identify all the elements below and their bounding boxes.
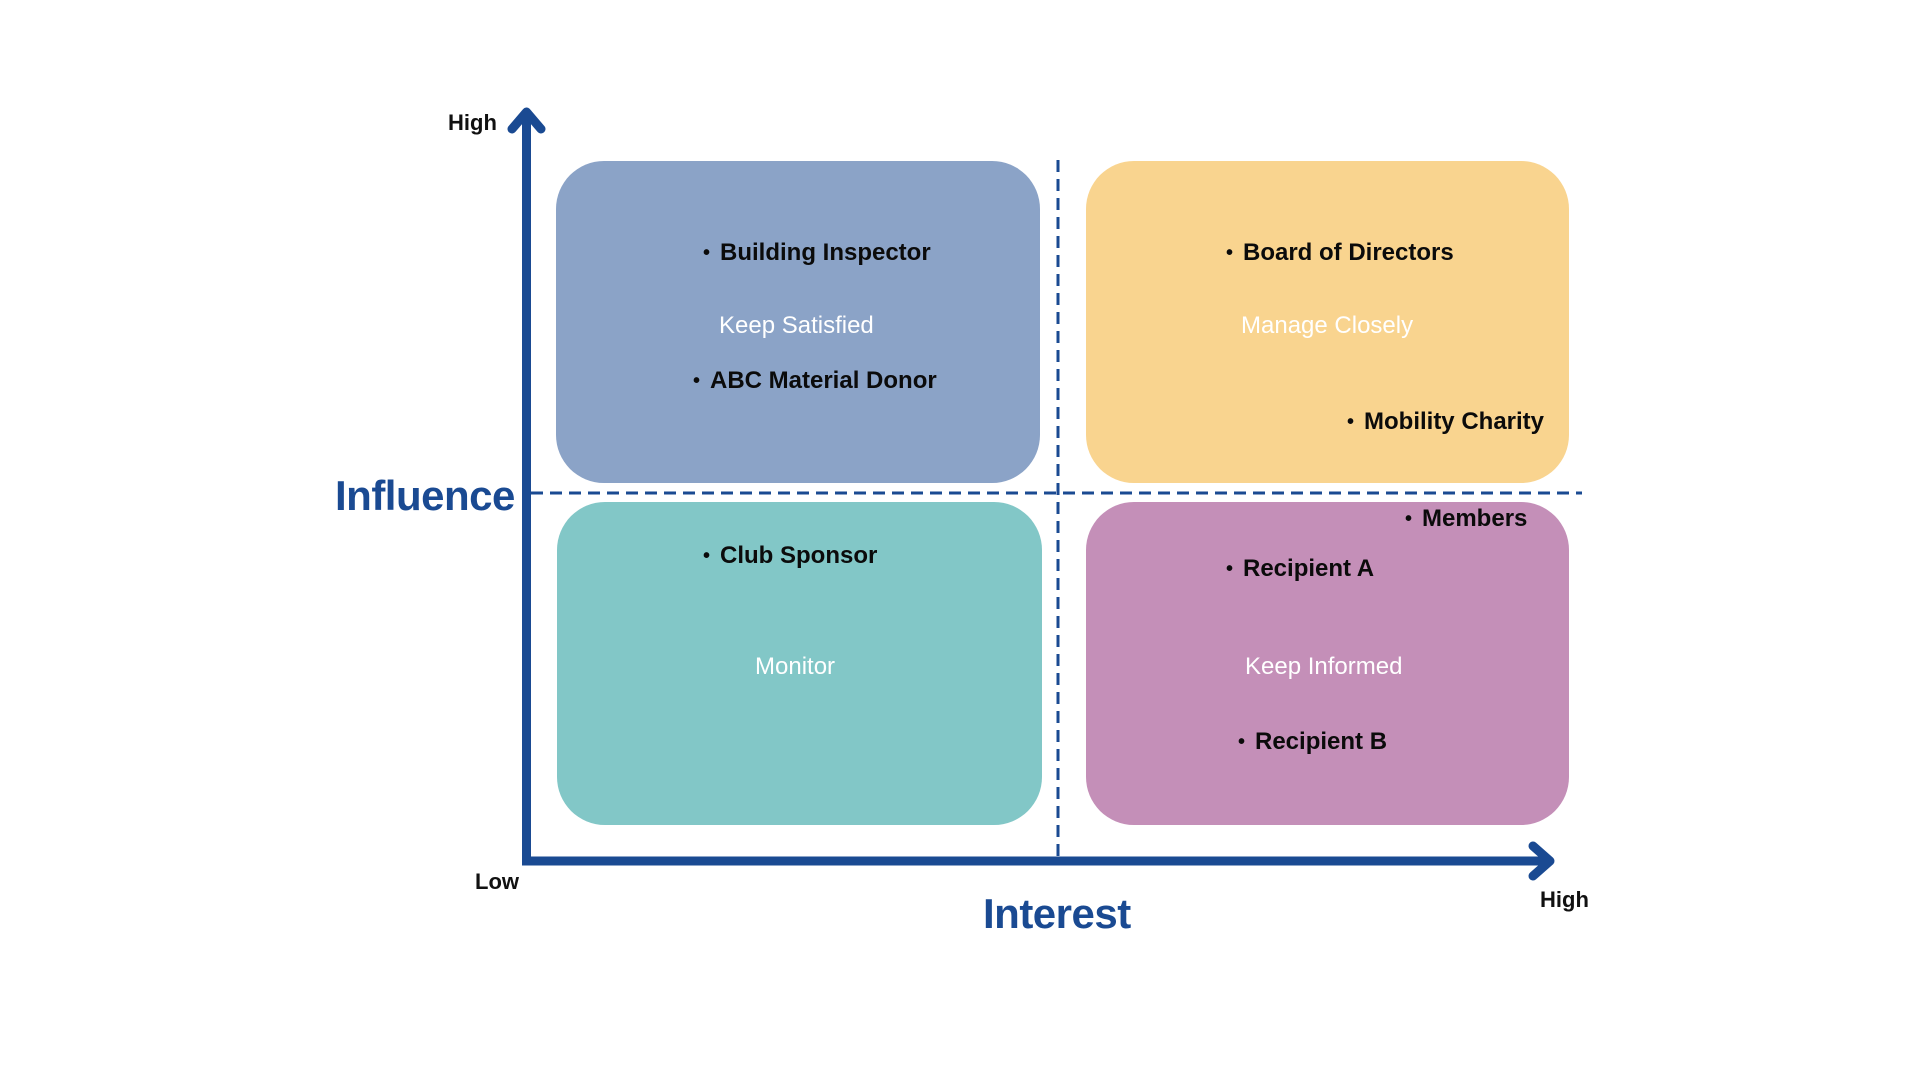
stakeholder-name: ABC Material Donor [710,367,937,394]
bullet-icon: • [693,370,701,392]
x-axis-arrowhead [1528,841,1555,881]
quadrant-label-keep-informed: Keep Informed [1245,653,1403,680]
x-axis-title: Interest [983,890,1131,937]
bullet-icon: • [703,242,711,264]
y-axis-high-label: High [448,110,497,135]
stakeholder-item: • Mobility Charity [1347,410,1544,434]
y-axis-title: Influence [335,472,515,519]
x-axis-high-label: High [1540,887,1589,912]
bullet-icon: • [1405,508,1413,530]
bullet-icon: • [1226,242,1234,264]
stakeholder-item: • Recipient A [1226,557,1374,581]
stakeholder-item: • ABC Material Donor [693,369,937,393]
bullet-icon: • [703,545,711,567]
quadrant-keep-satisfied [556,161,1040,483]
stakeholder-name: Building Inspector [720,239,931,266]
stakeholder-name: Club Sponsor [720,542,878,569]
quadrant-keep-informed [1086,502,1569,825]
stakeholder-name: Board of Directors [1243,239,1454,266]
quadrant-label-keep-satisfied: Keep Satisfied [719,312,874,339]
x-axis-low-label: Low [475,869,519,894]
stakeholder-name: Recipient A [1243,555,1375,582]
stakeholder-name: Recipient B [1255,728,1388,755]
stakeholder-item: • Club Sponsor [703,544,877,568]
quadrant-monitor [557,502,1042,825]
stakeholder-item: • Building Inspector [703,241,931,265]
y-axis-arrowhead [507,107,546,134]
bullet-icon: • [1238,731,1246,753]
bullet-icon: • [1347,411,1355,433]
quadrant-manage-closely [1086,161,1569,483]
quadrant-label-monitor: Monitor [755,653,836,680]
stakeholder-item: • Members [1405,507,1527,531]
stakeholder-name: Members [1422,505,1528,532]
bullet-icon: • [1226,558,1234,580]
quadrant-label-manage-closely: Manage Closely [1241,312,1414,339]
stakeholder-name: Mobility Charity [1364,408,1545,435]
stakeholder-item: • Recipient B [1238,730,1387,754]
stakeholder-item: • Board of Directors [1226,241,1454,265]
